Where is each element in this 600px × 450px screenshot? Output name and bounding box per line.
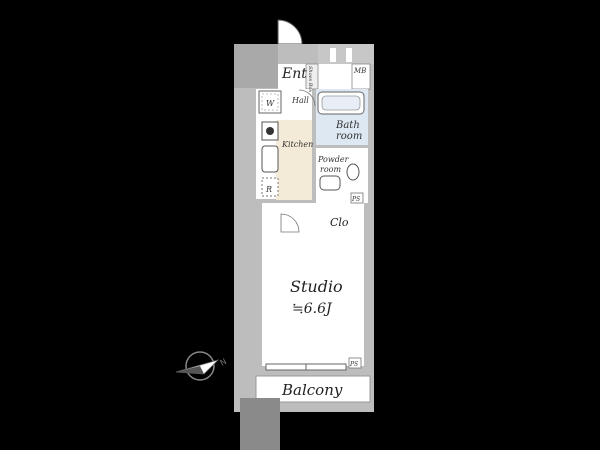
entrance-label: Ent: [281, 66, 307, 82]
door-swing-icon: [277, 19, 303, 45]
svg-text:N: N: [219, 357, 229, 368]
fridge-label: R: [265, 185, 272, 194]
powder-label: Powder: [317, 155, 350, 164]
washer-outline: [261, 93, 279, 111]
toilet: [346, 163, 360, 181]
balcony-label: Balcony: [281, 381, 343, 399]
balcony-floor: [255, 375, 371, 403]
kitchen-floor: [276, 120, 312, 200]
pipe-space-2-label: PS: [349, 361, 358, 368]
kitchen-sink: [261, 145, 279, 173]
studio-floor: [262, 203, 364, 366]
entrance-column: [234, 44, 278, 88]
meter-box-label: MB: [353, 67, 366, 75]
hall-door: [298, 89, 316, 107]
bath-room-label: room: [336, 131, 362, 142]
vent-slot: [346, 48, 352, 62]
compass-icon: N: [175, 351, 229, 381]
pipe-space-2: [348, 357, 362, 369]
vent-slot: [330, 48, 336, 62]
fridge-space: [261, 177, 279, 197]
studio-label: Studio: [290, 277, 343, 296]
balcony-column: [240, 398, 280, 450]
wash-basin: [319, 175, 341, 191]
bath-label: Bath: [335, 120, 360, 131]
closet-label: Clo: [330, 216, 349, 229]
powder-room-label: room: [320, 165, 341, 174]
studio-size-label: ≒6.6J: [292, 301, 333, 317]
pipe-space-1: [350, 192, 364, 204]
washer-space: [258, 90, 282, 114]
washer-label: W: [266, 99, 275, 108]
hall-label: Hall: [291, 96, 309, 105]
bathtub-inner: [321, 95, 361, 111]
burner: [266, 127, 274, 135]
kitchen-label: Kitchen: [281, 140, 313, 149]
shoe-box-label: Shoes Box: [307, 66, 313, 92]
studio-door: [280, 213, 300, 233]
pipe-space-1-label: PS: [351, 196, 360, 203]
